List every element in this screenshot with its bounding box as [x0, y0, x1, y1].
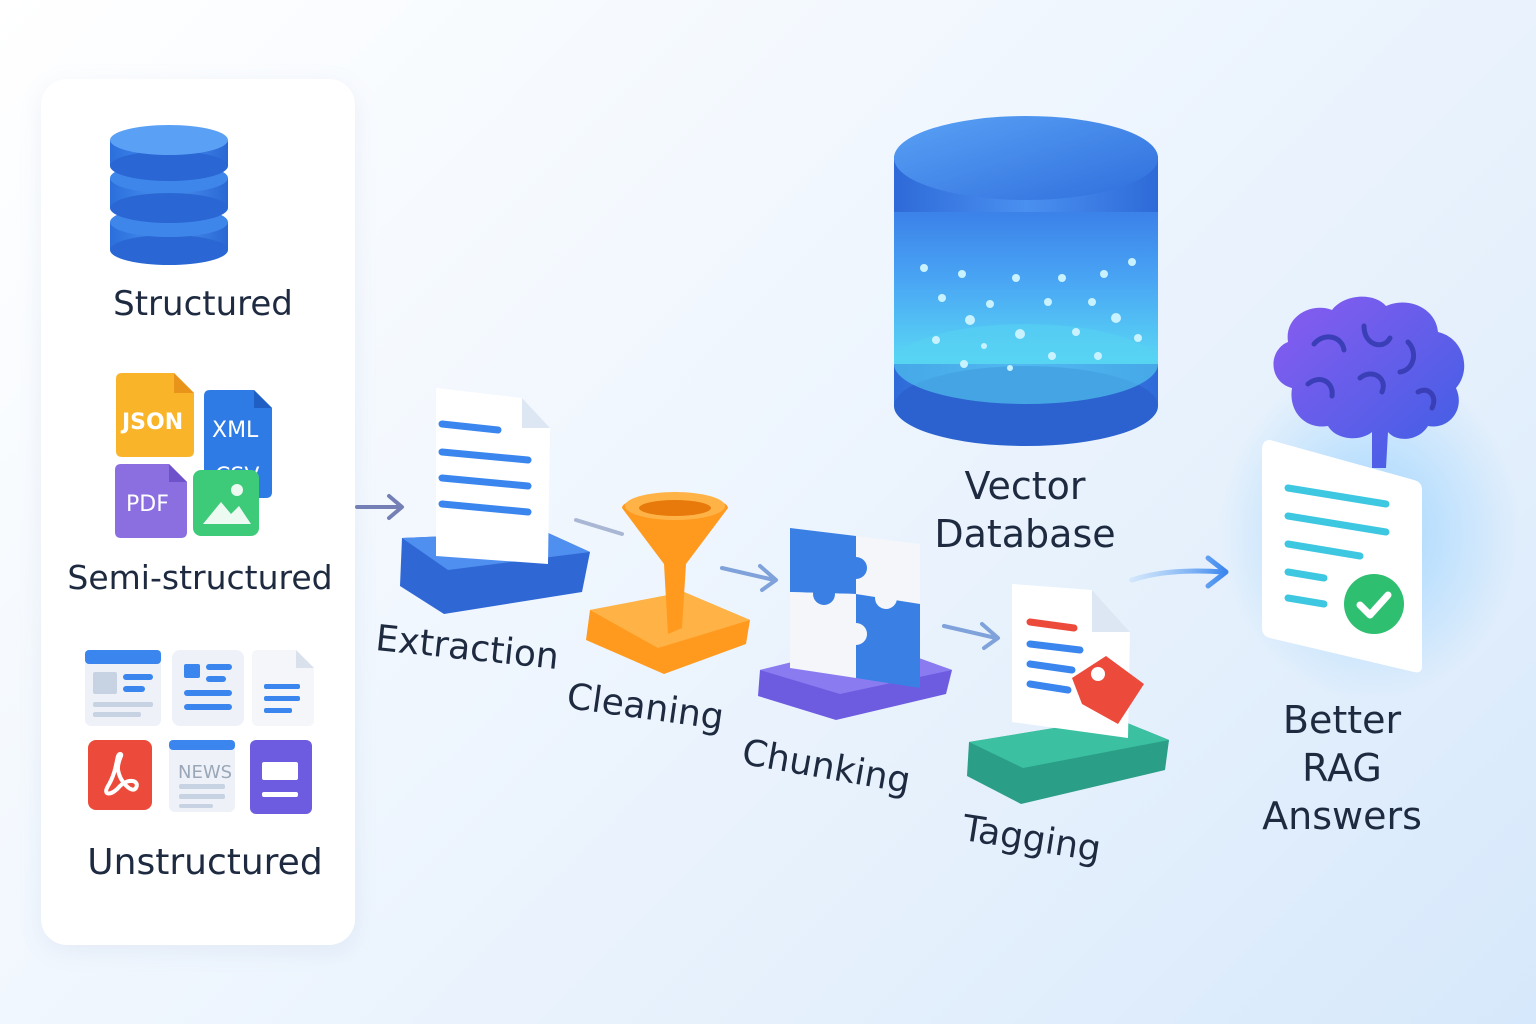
vector-database-label-line1: Vector — [964, 464, 1086, 508]
result-label-line1: Better — [1282, 698, 1402, 742]
puzzle-icon — [790, 528, 920, 688]
image-file-icon — [193, 470, 259, 536]
json-file-icon — [116, 373, 194, 457]
webpage-icon — [85, 650, 161, 726]
arrow-line — [574, 518, 624, 536]
document-layout-icon — [172, 650, 244, 726]
arrow-right-icon — [942, 622, 1000, 650]
cleaning-label: Cleaning — [564, 676, 727, 739]
answer-card-icon — [1262, 440, 1422, 673]
tagging-label: Tagging — [959, 808, 1104, 871]
semi-structured-label: Semi-structured — [67, 558, 333, 597]
brain-icon — [1273, 296, 1465, 468]
vector-database-label-line2: Database — [934, 512, 1116, 556]
funnel-icon — [622, 492, 728, 634]
check-circle-icon — [1344, 574, 1404, 634]
newspaper-icon — [169, 740, 235, 812]
database-stack-icon — [110, 125, 228, 265]
vector-database-icon — [894, 116, 1158, 446]
acrobat-pdf-icon — [88, 740, 152, 810]
xml-file-text: XML — [212, 418, 259, 443]
arrow-right-icon — [720, 564, 778, 592]
structured-label: Structured — [113, 284, 293, 324]
result-label-line3: Answers — [1262, 794, 1422, 838]
extraction-label: Extraction — [373, 618, 561, 678]
book-icon — [250, 740, 312, 814]
text-document-icon — [252, 650, 314, 726]
pdf-file-text: PDF — [126, 492, 169, 517]
unstructured-label: Unstructured — [87, 842, 323, 883]
result-label-line2: RAG — [1302, 746, 1382, 790]
pdf-file-icon — [115, 464, 187, 538]
arrow-right-icon — [355, 494, 404, 520]
newspaper-icon-text: NEWS — [178, 762, 233, 783]
json-file-text: JSON — [122, 410, 184, 435]
tag-document-icon — [1012, 584, 1144, 738]
extraction-document-icon — [436, 388, 550, 564]
chunking-label: Chunking — [738, 732, 914, 802]
